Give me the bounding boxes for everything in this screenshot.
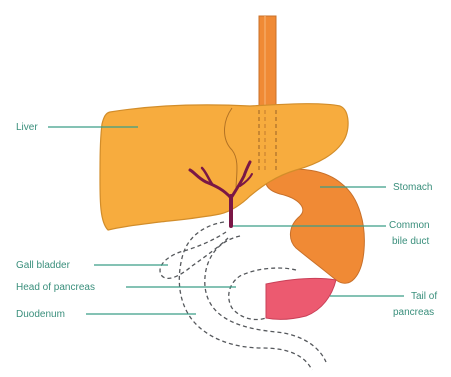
stomach-label: Stomach <box>393 182 432 193</box>
gall-bladder <box>160 232 228 278</box>
oesophagus <box>259 16 276 110</box>
common-bile-duct-label-line1: Common <box>389 220 430 231</box>
duodenum-label: Duodenum <box>16 309 65 320</box>
gall-bladder-label: Gall bladder <box>16 260 71 271</box>
head-of-pancreas-label: Head of pancreas <box>16 282 95 293</box>
common-bile-duct-label-line2: bile duct <box>392 236 429 247</box>
tail-of-pancreas-label-line1: Tail of <box>411 291 437 302</box>
tail-of-pancreas-label-line2: pancreas <box>393 307 434 318</box>
pancreas-tail <box>266 278 336 319</box>
liver-label: Liver <box>16 122 38 133</box>
